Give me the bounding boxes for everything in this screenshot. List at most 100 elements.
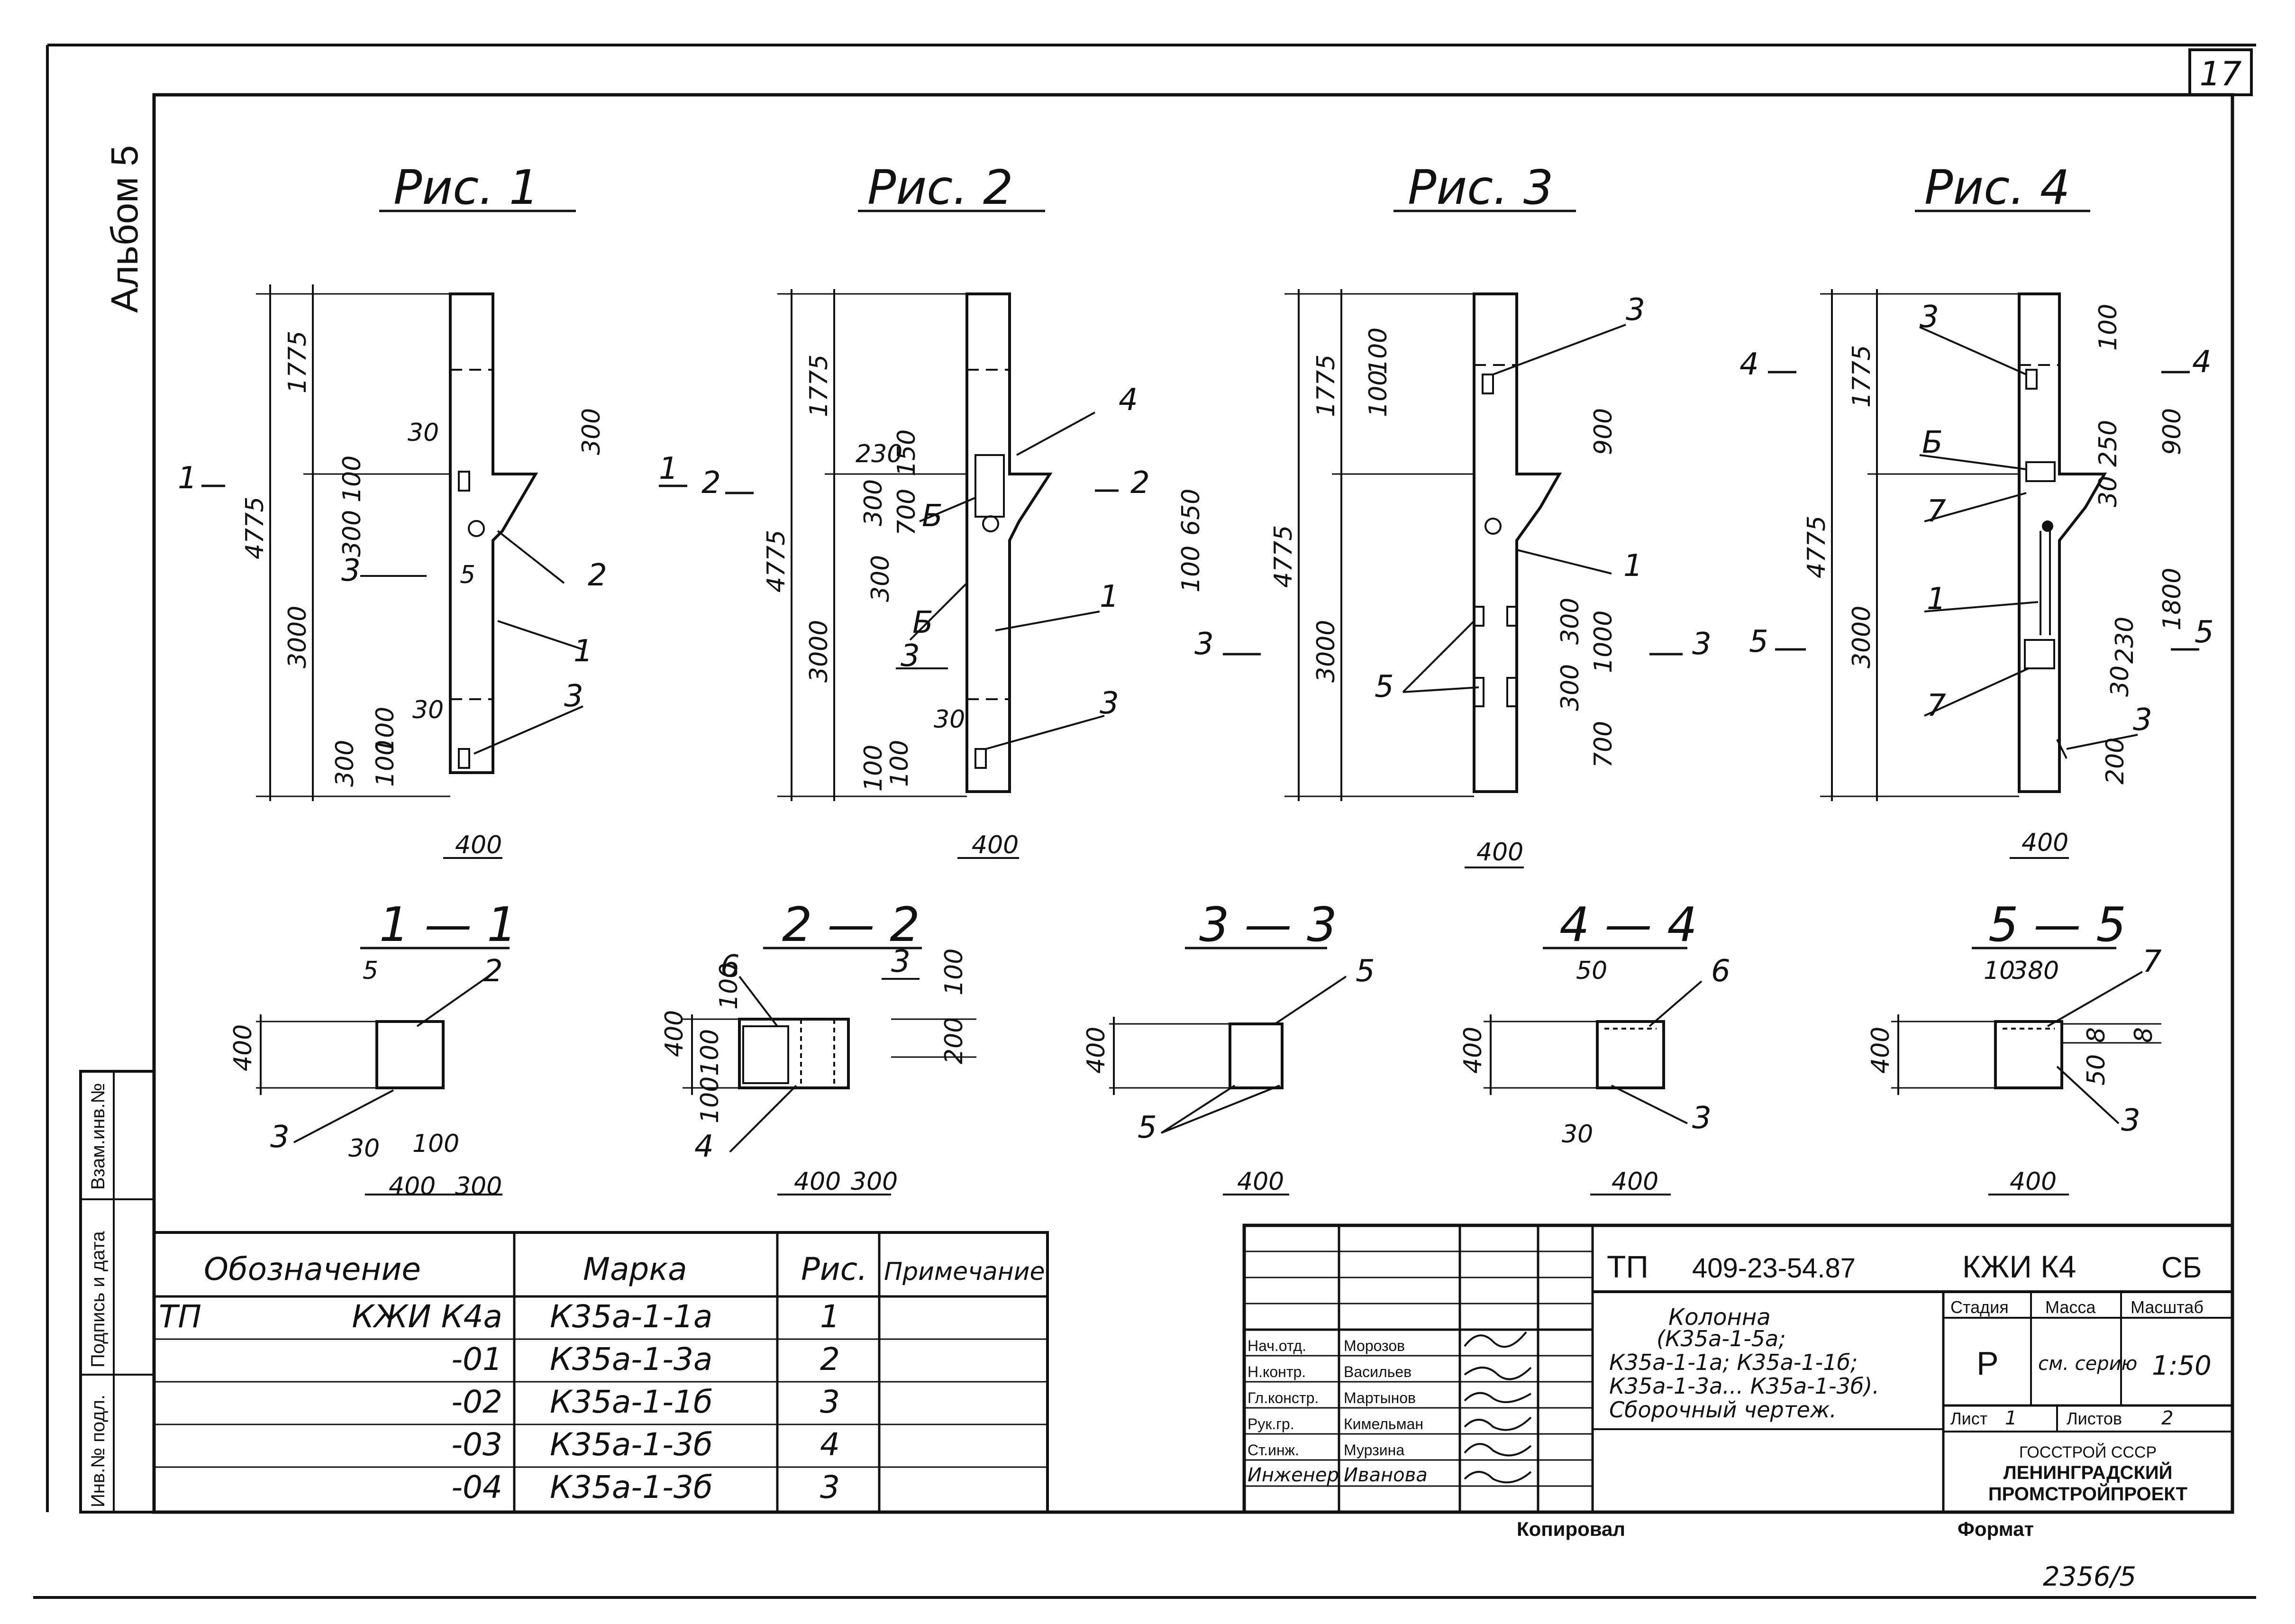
side-stamp: Инв.№ подл. Подпись и дата Взам.инв.№	[79, 1070, 155, 1514]
figure-2-leader-b2	[909, 582, 968, 641]
section-5-5-dim-8a: 8	[2082, 1027, 2111, 1043]
figure-1-dim-1775: 1775	[283, 331, 312, 393]
figure-2-label-1: 1	[1100, 579, 1119, 614]
figure-1-column	[449, 292, 538, 774]
tb-name-4: Кимельман	[1344, 1415, 1423, 1432]
figure-2-dim-1775: 1775	[805, 355, 833, 417]
spec-row-1-designation: КЖИ К4а	[352, 1298, 502, 1335]
section-3-3-title: 3 — 3	[1199, 897, 1337, 952]
spec-table-frame	[153, 1231, 1049, 1514]
figure-2-dim-4775: 4775	[762, 530, 791, 593]
tb-role-5: Ст.инж.	[1248, 1442, 1299, 1459]
figure-4-dim-250: 250	[2094, 420, 2122, 467]
figure-4-embed-7	[2024, 639, 2055, 669]
section-1-1-dim-100: 100	[412, 1130, 459, 1158]
figure-1-label-3a: 3	[341, 553, 361, 588]
figure-3-leader-3	[1493, 324, 1626, 375]
section-3-3-label-5a: 5	[1356, 954, 1375, 989]
figure-2-dim-400: 400	[972, 831, 1019, 859]
figure-2-label-b2: Б	[912, 605, 933, 640]
section-4-4-title: 4 — 4	[1559, 897, 1697, 952]
section-5-5-dim-50: 50	[2082, 1054, 2111, 1086]
figure-2-dim-700: 700	[892, 489, 921, 536]
section-4-4-dim-30: 30	[1562, 1120, 1593, 1149]
section-1-1-title: 1 — 1	[379, 897, 517, 952]
figure-2-dim-100: 100	[859, 745, 888, 792]
figure-2-dim-300b: 300	[866, 555, 895, 602]
figure-4-dim-1800: 1800	[2158, 568, 2186, 630]
figure-3-dim-700: 700	[1589, 721, 1618, 768]
spec-row-2-mark: К35а-1-3а	[550, 1341, 712, 1378]
figure-1-hole	[468, 520, 485, 537]
figure-1-dim-300c: 300	[331, 740, 359, 787]
tb-sheets-value: 2	[2161, 1407, 2173, 1429]
spec-row-3-mark: К35а-1-1б	[550, 1384, 713, 1420]
figure-3-label-1: 1	[1623, 548, 1643, 584]
tb-sheets-label: Листов	[2067, 1409, 2122, 1428]
section-1-1-dim-400h: 400	[229, 1024, 257, 1071]
spec-row-5-mark: К35а-1-3б	[550, 1469, 713, 1505]
side-stamp-inv: Инв.№ подл.	[88, 1395, 109, 1507]
section-5-5: 5 — 5 400 10 380 8 8 50 400 7 3	[1867, 897, 2162, 1196]
figure-1-embed-2	[458, 748, 470, 769]
spec-row-3-designation: -02	[451, 1384, 502, 1420]
figure-3-leader-1	[1516, 549, 1612, 575]
figure-3-embed-5d	[1506, 677, 1518, 707]
spec-row-5-fig: 3	[820, 1469, 840, 1505]
section-4-4-dim-400h: 400	[1459, 1027, 1487, 1074]
figure-4-cut-5-right: 5	[2195, 615, 2214, 650]
section-4-4-dim-50: 50	[1576, 957, 1607, 985]
figure-3-title: Рис. 3	[1408, 160, 1553, 215]
figure-1-dim-100b: 100	[371, 707, 400, 754]
figure-4-label-3a: 3	[1920, 300, 1939, 335]
section-2-2-dim-100a: 100	[715, 963, 743, 1010]
figure-1-embed	[458, 471, 470, 492]
tb-org-1: ГОССТРОЙ СССР	[2019, 1443, 2157, 1461]
section-2-2-rect	[738, 1018, 850, 1089]
section-5-5-label-3: 3	[2121, 1103, 2140, 1138]
figure-4-dim-900: 900	[2158, 408, 2186, 455]
tb-org-2: ЛЕНИНГРАДСКИЙ	[2004, 1461, 2173, 1483]
page-number-box	[2188, 48, 2253, 96]
spec-header-mark: Марка	[583, 1251, 687, 1287]
section-3-3-square	[1229, 1022, 1284, 1089]
tb-name-line-5: Сборочный чертеж.	[1609, 1397, 1837, 1423]
figure-1-title: Рис. 1	[393, 160, 539, 215]
figure-1: Рис. 1 4775 1775 3000 30 100 300 300 300…	[178, 160, 607, 859]
section-5-5-dim-400w: 400	[2010, 1168, 2057, 1196]
tb-sheet-type: СБ	[2161, 1251, 2202, 1284]
spec-row-2-designation: -01	[451, 1341, 502, 1378]
section-5-5-title: 5 — 5	[1988, 897, 2126, 952]
section-1-1-leader-2	[416, 976, 489, 1027]
tb-code-prefix: ТП	[1607, 1249, 1648, 1284]
section-3-3-label-5b: 5	[1138, 1110, 1157, 1145]
side-stamp-signature: Подпись и дата	[88, 1231, 109, 1368]
section-5-5-square	[1994, 1020, 2063, 1089]
figure-4-leader-7b	[1924, 667, 2029, 717]
figure-4-dim-100: 100	[2094, 304, 2122, 351]
section-4-4-square	[1596, 1020, 1665, 1089]
section-2-2-label-4: 4	[694, 1129, 714, 1164]
figure-1-dim-4775: 4775	[241, 497, 269, 559]
section-4-4-leader-3	[1611, 1085, 1688, 1124]
figure-3-dim-100b: 100	[1364, 370, 1393, 417]
section-2-2-label-6: 6	[720, 949, 740, 984]
section-2-2-dim-100d: 100	[940, 949, 968, 995]
spec-row-2-fig: 2	[820, 1341, 840, 1378]
footer-archive: 2356/5	[2043, 1561, 2136, 1592]
figure-3-embed-5c	[1473, 677, 1484, 707]
section-5-5-dim-400h: 400	[1867, 1027, 1895, 1074]
tb-role-6: Инженер	[1248, 1464, 1339, 1486]
figure-1-dim-300a: 300	[338, 510, 366, 557]
figure-4-label-1: 1	[1927, 582, 1946, 617]
tb-code: 409-23-54.87	[1692, 1253, 1856, 1284]
spec-row-4-designation: -03	[451, 1426, 502, 1463]
figure-3-dim-900: 900	[1589, 408, 1618, 455]
section-5-5-leader-7	[2047, 971, 2143, 1027]
section-2-2-dim-300: 300	[851, 1168, 898, 1196]
figure-2-cut-label-right: 2	[1130, 465, 1150, 501]
spec-row-1-fig: 1	[820, 1298, 840, 1335]
title-block-frame	[1242, 1223, 2234, 1514]
figure-4-dim-400: 400	[2022, 829, 2068, 857]
figure-3-cut-label-right: 3	[1692, 627, 1712, 662]
